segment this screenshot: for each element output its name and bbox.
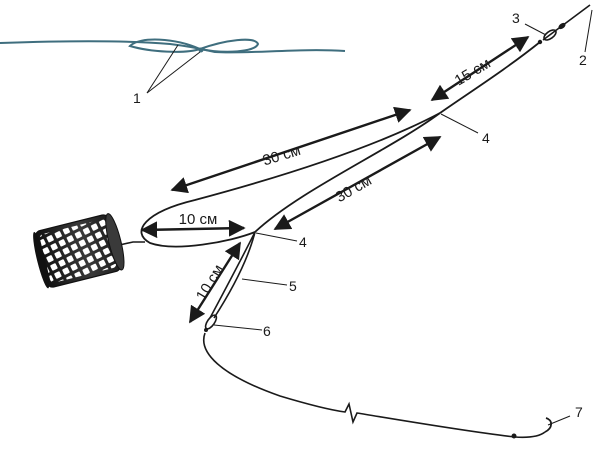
dim-label-middle: 30 см bbox=[333, 172, 375, 206]
callout-swivel: 3 bbox=[512, 10, 520, 26]
dim-label-top-loop: 30 см bbox=[261, 142, 303, 170]
knot-point bbox=[198, 47, 204, 53]
knot-loop-right bbox=[196, 38, 260, 53]
callout-hook: 7 bbox=[575, 404, 583, 420]
small-swivel bbox=[204, 314, 218, 332]
callout-upper-knot: 4 bbox=[482, 130, 490, 146]
dim-arrow-top-right bbox=[430, 35, 530, 102]
callout-knot: 1 bbox=[133, 90, 141, 106]
knot-detail bbox=[0, 38, 346, 54]
callout-line-end: 2 bbox=[579, 52, 587, 68]
hook-link bbox=[203, 332, 546, 439]
dim-label-top-right: 15 см bbox=[452, 55, 494, 89]
callout-twisted-section: 5 bbox=[289, 278, 297, 294]
dim-arrow-middle bbox=[273, 135, 442, 231]
callout-small-swivel: 6 bbox=[263, 323, 271, 339]
callout-lower-knot: 4 bbox=[299, 234, 307, 250]
dim-arrow-small-loop bbox=[140, 219, 246, 239]
knot-detail-line bbox=[0, 40, 346, 54]
knot-loop-left bbox=[128, 38, 203, 53]
callout-lines bbox=[146, 9, 593, 426]
swivel bbox=[537, 4, 591, 45]
dim-arrow-leader bbox=[188, 241, 242, 324]
dim-label-small-loop: 10 см bbox=[179, 211, 218, 228]
hook-bead bbox=[511, 433, 517, 439]
dim-label-leader: 10 см bbox=[193, 262, 227, 304]
feeder-cage bbox=[33, 213, 125, 289]
